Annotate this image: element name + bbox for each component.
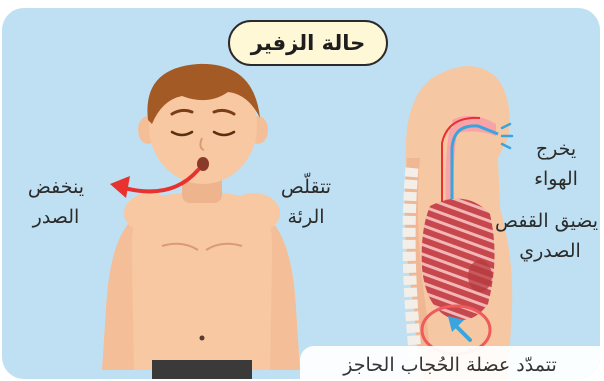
label-lung-contracts: تتقلّص الرئة [268,172,344,232]
boy-shorts [152,360,252,379]
label-air-exits: يخرج الهواء [518,134,594,194]
title-badge: حالة الزفير [228,20,388,66]
diagram-panel: حالة الزفير ينخفض الصدر تتقلّص الرئة يخر… [2,8,600,379]
boy-navel [200,336,205,341]
lungs [422,199,495,320]
diagram-title: حالة الزفير [251,31,366,55]
label-ribcage-narrows: يضيق القفص الصدري [502,206,598,266]
label-chest-falls: ينخفض الصدر [10,172,102,232]
label-diaphragm: تتمدّد عضلة الحُجاب الحاجز [300,346,600,379]
